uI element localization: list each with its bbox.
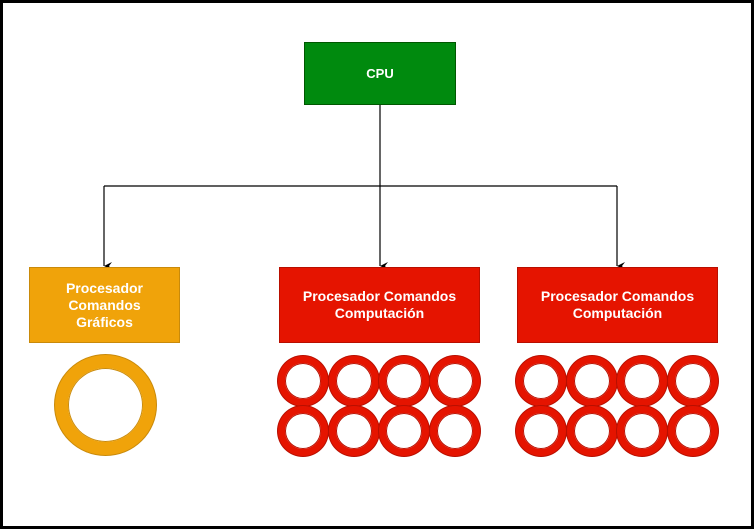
compute-1-core-ring bbox=[429, 356, 480, 406]
compute-2-core-ring bbox=[667, 406, 718, 456]
compute-1-core-ring bbox=[328, 406, 379, 456]
compute-2-core-ring bbox=[566, 356, 617, 406]
compute-processor-label-1: Procesador Comandos Computación bbox=[302, 288, 457, 321]
compute-processor-label-2: Procesador Comandos Computación bbox=[540, 288, 695, 321]
compute-1-core-ring bbox=[379, 356, 429, 406]
compute-2-core-ring bbox=[667, 356, 718, 406]
compute-2-core-ring bbox=[617, 356, 667, 406]
compute-1-core-ring bbox=[379, 406, 429, 456]
compute-1-core-ring bbox=[328, 356, 379, 406]
compute-1-core-ring bbox=[278, 406, 328, 456]
graphics-core-ring bbox=[55, 355, 156, 455]
graphics-processor-label: Procesador Comandos Gráficos bbox=[65, 279, 144, 330]
compute-2-core-ring bbox=[516, 356, 566, 406]
compute-command-processor-node-1[interactable]: Procesador Comandos Computación bbox=[279, 267, 480, 343]
cpu-label: CPU bbox=[366, 66, 394, 81]
cpu-node[interactable]: CPU bbox=[304, 42, 456, 105]
compute-2-core-ring bbox=[617, 406, 667, 456]
compute-command-processor-node-2[interactable]: Procesador Comandos Computación bbox=[517, 267, 718, 343]
compute-2-core-ring bbox=[516, 406, 566, 456]
compute-1-core-ring bbox=[278, 356, 328, 406]
connector-lines bbox=[103, 105, 625, 270]
compute-2-core-ring bbox=[566, 406, 617, 456]
compute-1-core-ring bbox=[429, 406, 480, 456]
graphics-command-processor-node[interactable]: Procesador Comandos Gráficos bbox=[29, 267, 180, 343]
